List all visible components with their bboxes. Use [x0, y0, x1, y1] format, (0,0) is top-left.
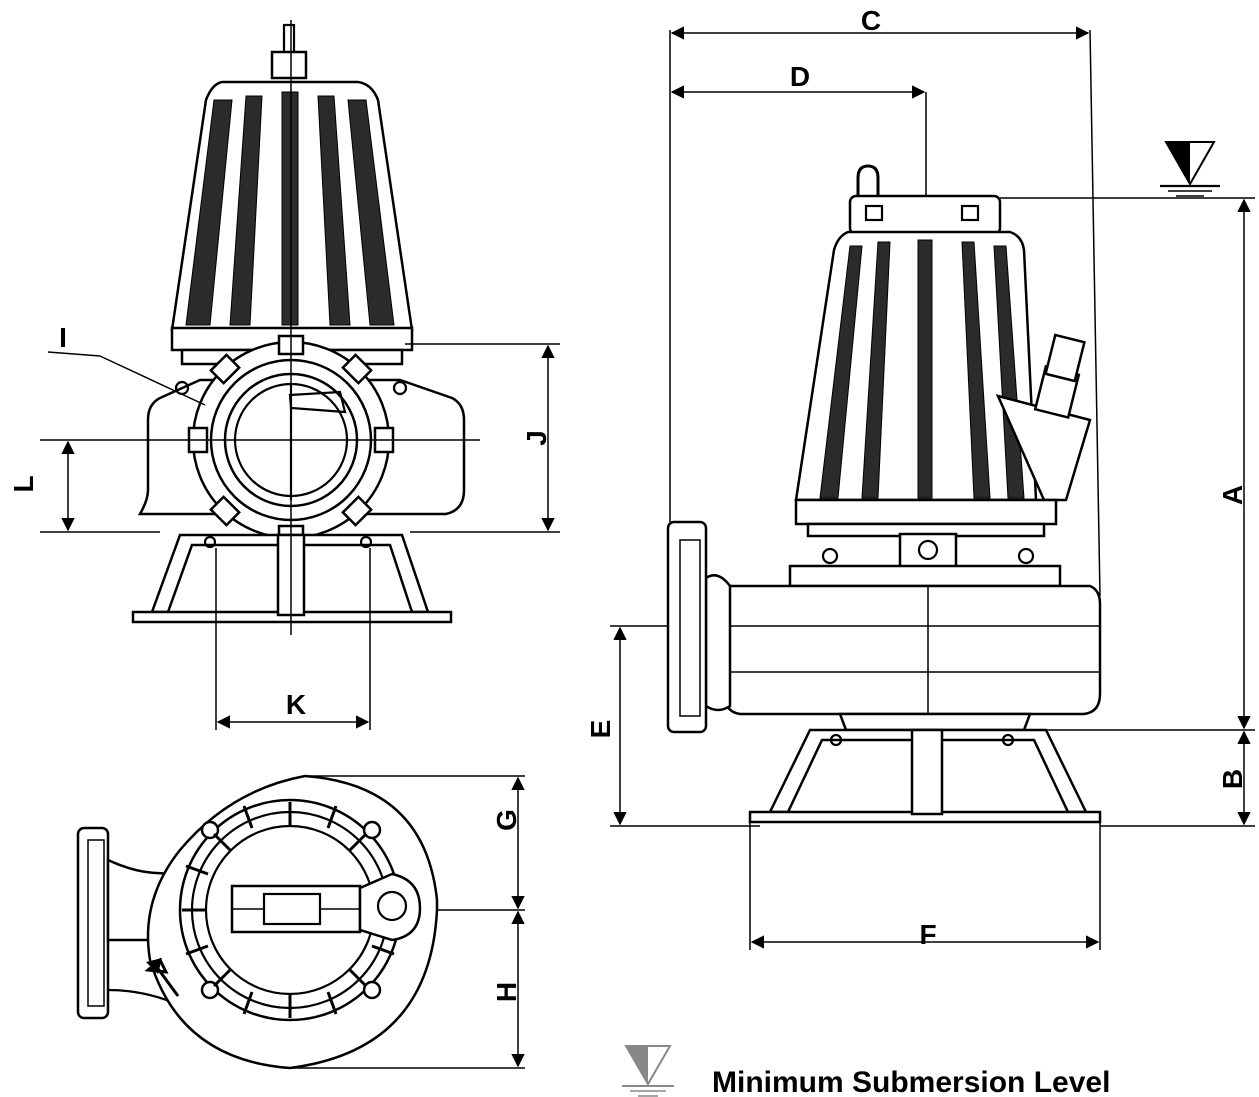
water-level-marker-icon — [1160, 141, 1220, 197]
dim-label-d: D — [790, 61, 810, 92]
side-motor-fins — [819, 239, 1025, 499]
motor-fins — [185, 91, 395, 326]
legend-water-level-icon — [622, 1045, 674, 1097]
top-view — [76, 774, 525, 1070]
dimension-labels: C D A B E F G H I J K L — [8, 5, 1248, 1002]
dim-label-c: C — [861, 5, 881, 36]
dim-label-l: L — [8, 475, 39, 492]
dim-label-k: K — [286, 689, 306, 720]
legend: Minimum Submersion Level — [622, 1045, 1110, 1097]
dim-label-a: A — [1217, 485, 1248, 505]
dim-label-j: J — [521, 430, 552, 446]
dim-label-h: H — [491, 982, 522, 1002]
dim-label-f: F — [919, 919, 936, 950]
front-view — [40, 20, 560, 730]
legend-text: Minimum Submersion Level — [712, 1066, 1110, 1097]
top-view-ribs — [182, 802, 398, 1018]
dim-label-e: E — [585, 720, 616, 739]
dim-label-b: B — [1217, 769, 1248, 789]
side-view — [610, 26, 1255, 950]
dim-label-i: I — [59, 322, 67, 353]
dim-label-g: G — [491, 809, 522, 831]
